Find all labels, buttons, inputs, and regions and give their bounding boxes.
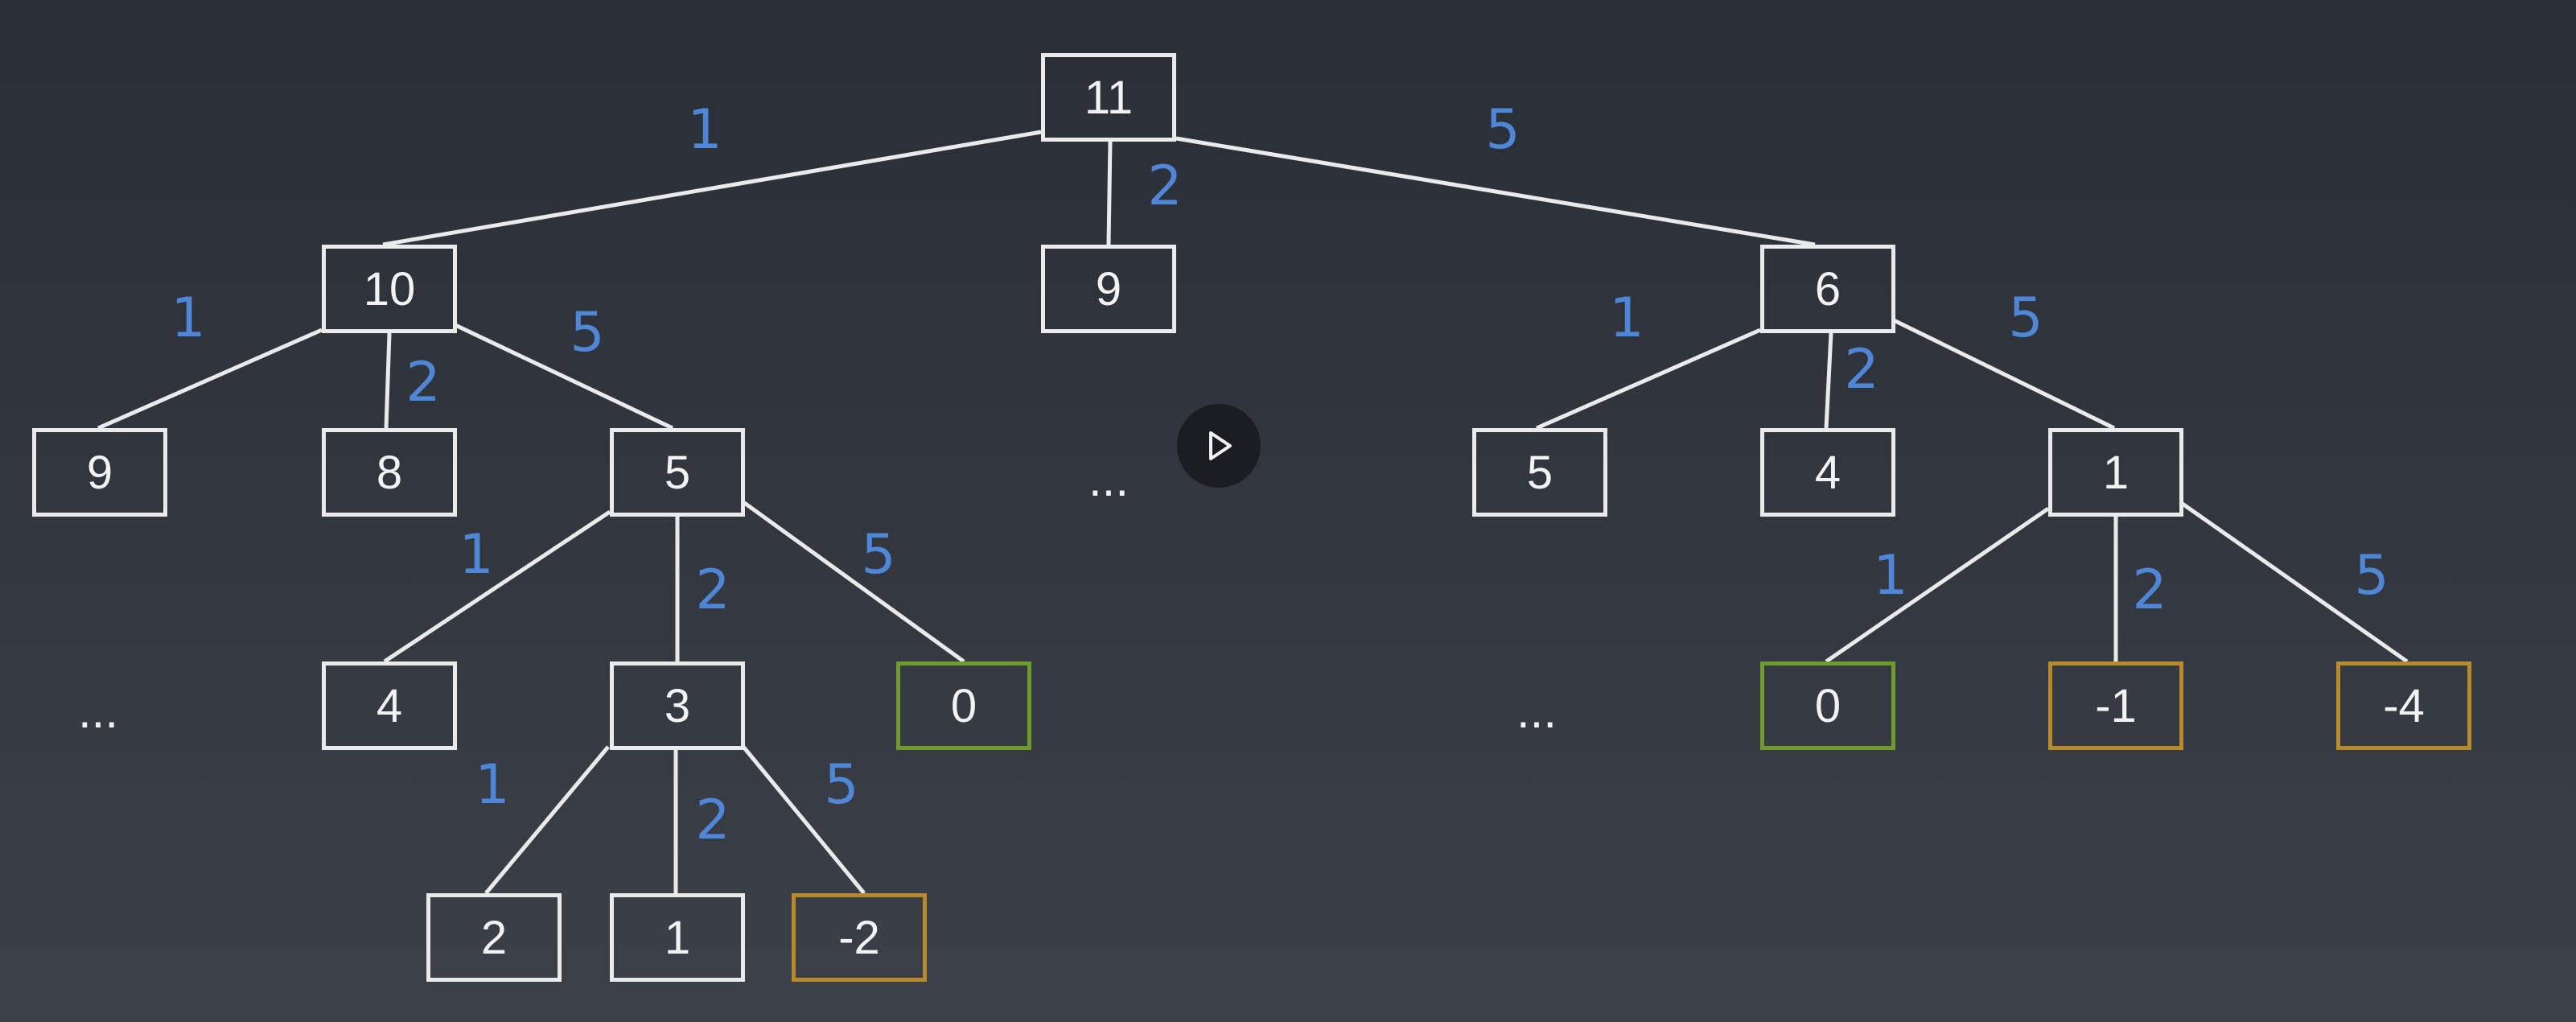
edge-label-10-5: 5: [570, 301, 605, 365]
edge-label-6-2: 2: [1844, 338, 1879, 402]
edge-6-to-5: [1535, 328, 1762, 431]
edge-5-to-4: [383, 509, 611, 664]
edge-label-6-5: 5: [2008, 286, 2043, 350]
edge-label-5-2: 2: [695, 558, 730, 622]
edge-root-to-9: [1106, 141, 1113, 245]
edge-label-1-1: 1: [1873, 544, 1908, 608]
node-root: 11: [1041, 53, 1176, 142]
node-l2-b: 8: [322, 428, 457, 517]
node-l3-a: 4: [322, 661, 457, 750]
edge-label-1-5: 5: [2354, 544, 2389, 608]
node-l2-a: 9: [32, 428, 167, 517]
ellipsis-left: ...: [77, 684, 119, 738]
edge-3-to-neg2: [742, 745, 866, 895]
edge-label-10-1: 1: [171, 286, 206, 350]
edge-3-to-2: [484, 745, 610, 895]
ellipsis-right: ...: [1516, 684, 1558, 738]
node-l3-d-success: 0: [1760, 661, 1895, 750]
edge-label-10-2: 2: [405, 351, 441, 414]
edge-1-to-neg4: [2179, 500, 2409, 664]
edge-label-5-5: 5: [861, 523, 896, 587]
edge-5-to-0: [742, 500, 965, 664]
node-l1-mid: 9: [1041, 245, 1176, 333]
edge-label-3-5: 5: [824, 753, 859, 817]
edge-label-3-1: 1: [475, 753, 510, 817]
edge-label-5-1: 1: [459, 523, 494, 587]
edge-1-to-0: [1825, 506, 2050, 664]
edge-6-to-4: [1824, 332, 1833, 429]
edge-label-root-2: 2: [1147, 155, 1183, 218]
edge-label-root-1: 1: [687, 98, 722, 162]
edge-6-to-1: [1892, 318, 2116, 431]
node-l2-f: 1: [2048, 428, 2183, 517]
node-l1-right: 6: [1760, 245, 1895, 333]
edge-10-to-5: [454, 323, 674, 431]
node-l1-left: 10: [322, 245, 457, 333]
node-l3-e-fail: -1: [2048, 661, 2183, 750]
node-l4-b: 1: [610, 893, 745, 982]
edge-label-3-2: 2: [695, 789, 730, 852]
node-l2-d: 5: [1472, 428, 1607, 517]
node-l3-b: 3: [610, 661, 745, 750]
node-l3-f-fail: -4: [2336, 661, 2471, 750]
play-button[interactable]: [1177, 404, 1261, 488]
play-icon: [1209, 431, 1232, 460]
edge-label-6-1: 1: [1609, 286, 1644, 350]
node-l2-c: 5: [610, 428, 745, 517]
edge-10-to-8: [384, 332, 392, 429]
node-l3-c-success: 0: [896, 661, 1031, 750]
node-l4-a: 2: [426, 893, 562, 982]
node-l4-c-fail: -2: [792, 893, 927, 982]
ellipsis-middle: ...: [1088, 452, 1130, 506]
edge-10-to-9: [97, 328, 323, 431]
edge-label-root-5: 5: [1485, 98, 1520, 162]
edge-label-1-2: 2: [2132, 558, 2167, 622]
edge-root-to-6: [1175, 136, 1816, 247]
node-l2-e: 4: [1760, 428, 1895, 517]
edge-root-to-10: [382, 130, 1042, 247]
